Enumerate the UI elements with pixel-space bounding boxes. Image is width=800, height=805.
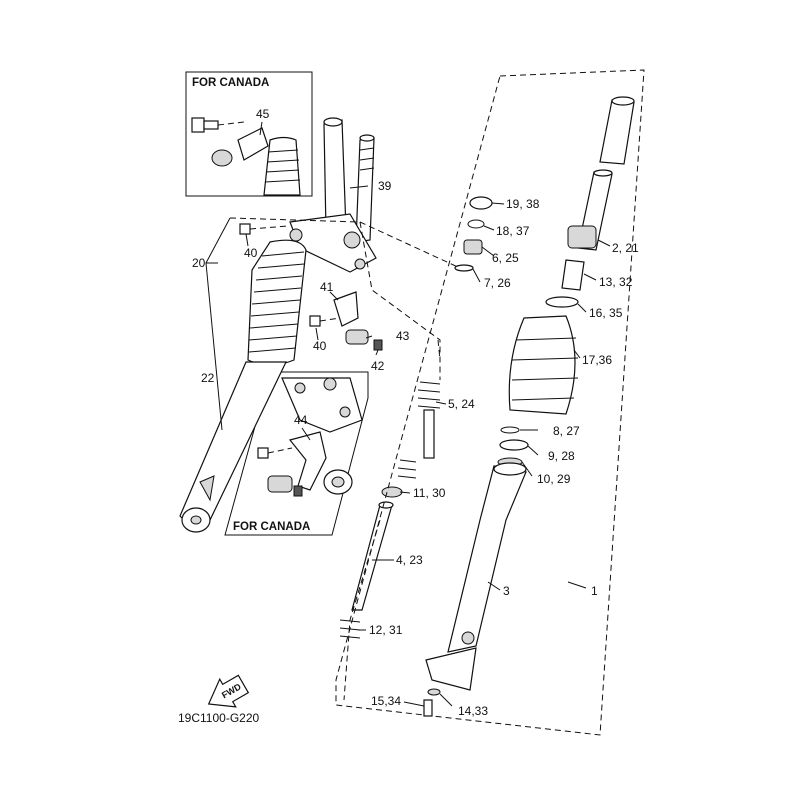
left-fork-assembly	[179, 117, 383, 533]
fork-boot-right	[508, 315, 576, 415]
cap-19	[469, 196, 493, 210]
callout-40-top: 40	[244, 246, 258, 260]
callout-22: 22	[201, 371, 215, 385]
callout-17-36: 17,36	[582, 353, 612, 367]
inset-title-bottom: FOR CANADA	[233, 521, 310, 533]
fork-spring	[397, 381, 441, 479]
inset-title-top: FOR CANADA	[192, 77, 269, 89]
callout-8-27: 8, 27	[553, 424, 580, 438]
callout-5-24: 5, 24	[448, 397, 475, 411]
right-fork-assembly	[335, 69, 645, 736]
callout-16-35: 16, 35	[589, 306, 623, 320]
callout-41: 41	[320, 280, 334, 294]
callout-44: 44	[294, 413, 308, 427]
callout-10-29: 10, 29	[537, 472, 571, 486]
callout-1: 1	[591, 584, 598, 598]
callout-19-38: 19, 38	[506, 197, 540, 211]
callout-42: 42	[371, 359, 385, 373]
callout-45: 45	[256, 107, 270, 121]
callout-15-34: 15,34	[371, 694, 401, 708]
callout-4-23: 4, 23	[396, 553, 423, 567]
callout-6-25: 6, 25	[492, 251, 519, 265]
bracket-icon	[237, 127, 269, 161]
washer-icon	[211, 149, 233, 167]
callout-40-bottom: 40	[313, 339, 327, 353]
diagram-code: 19C1100-G220	[178, 711, 259, 725]
callout-14-33: 14,33	[458, 704, 488, 718]
callout-18-37: 18, 37	[496, 224, 530, 238]
callout-2-21: 2, 21	[612, 241, 639, 255]
internal-parts	[339, 339, 447, 701]
fwd-arrow-icon: FWD	[207, 674, 250, 708]
callout-11-30: 11, 30	[413, 486, 446, 500]
callout-39: 39	[378, 179, 392, 193]
bolt-icon	[191, 117, 219, 133]
callout-43: 43	[396, 329, 410, 343]
callout-3: 3	[503, 584, 510, 598]
inset-canada-top: FOR CANADA 45	[185, 71, 313, 197]
assembly-frame-1	[335, 69, 645, 736]
callout-12-31: 12, 31	[369, 623, 403, 637]
callout-20: 20	[192, 256, 206, 270]
inset-frame-bottom	[224, 371, 369, 536]
inset-frame-top	[185, 71, 313, 197]
callout-13-32: 13, 32	[599, 275, 633, 289]
callout-7-26: 7, 26	[484, 276, 511, 290]
callout-9-28: 9, 28	[548, 449, 575, 463]
inset-canada-bottom: FOR CANADA 44	[224, 371, 369, 536]
